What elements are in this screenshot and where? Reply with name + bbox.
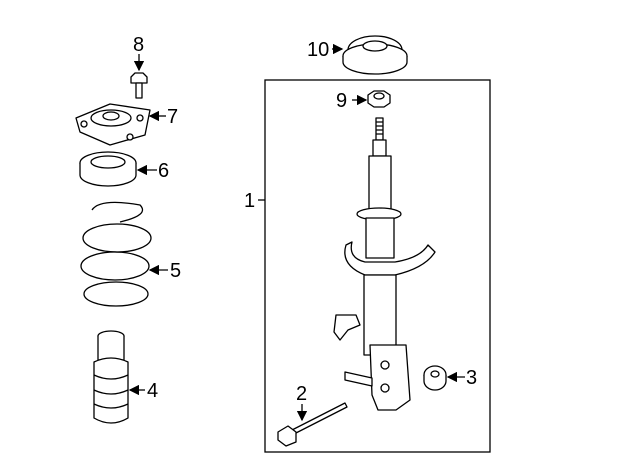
callout-8: 8 [133, 34, 144, 56]
callout-7: 7 [167, 106, 178, 128]
coil-spring [80, 201, 152, 307]
callout-1: 1 [244, 190, 255, 212]
callout-4: 4 [147, 380, 158, 402]
callout-5: 5 [170, 260, 181, 282]
callout-3: 3 [466, 367, 477, 389]
strut-bolt [277, 402, 348, 447]
strut-bearing [79, 151, 137, 187]
mount-bolt [130, 72, 148, 99]
strut-mount-cap [342, 35, 408, 75]
strut-assembly-frame [264, 79, 491, 453]
callout-10: 10 [307, 39, 329, 61]
callout-2: 2 [296, 383, 307, 405]
strut [333, 117, 436, 411]
leader-lines [128, 43, 465, 422]
callout-6: 6 [158, 160, 169, 182]
flange-nut [423, 365, 447, 391]
bump-stop [93, 330, 129, 424]
callout-9: 9 [336, 90, 347, 112]
upper-strut-mount [75, 103, 151, 146]
strut-nut [367, 90, 391, 108]
